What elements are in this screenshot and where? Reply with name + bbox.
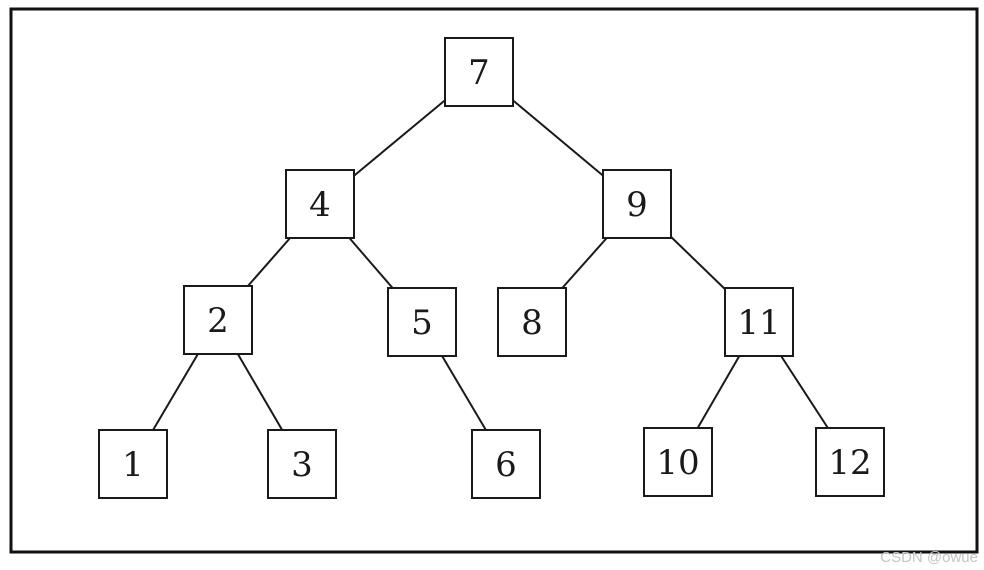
edge-n4-n5	[348, 237, 394, 289]
node-box	[183, 285, 253, 355]
edges-layer	[152, 99, 829, 431]
edge-n9-n8	[561, 237, 608, 289]
edge-n2-n1	[152, 353, 199, 431]
node-box	[267, 429, 337, 499]
node-label: 4	[309, 185, 331, 225]
node-box	[724, 287, 794, 357]
node-label: 8	[521, 303, 543, 343]
tree-node-11: 11	[724, 287, 794, 357]
node-label: 1	[122, 445, 144, 485]
node-label: 12	[828, 443, 871, 483]
node-label: 11	[737, 303, 780, 343]
edge-n5-n6	[441, 355, 487, 431]
tree-node-6: 6	[471, 429, 541, 499]
node-label: 10	[656, 443, 699, 483]
watermark-text: CSDN @owue	[880, 549, 978, 566]
node-label: 6	[495, 445, 517, 485]
node-label: 2	[207, 301, 229, 341]
tree-node-2: 2	[183, 285, 253, 355]
edge-n11-n12	[780, 355, 829, 429]
node-box	[471, 429, 541, 499]
node-box	[444, 37, 514, 107]
node-label: 7	[468, 53, 490, 93]
edge-n9-n11	[670, 236, 726, 290]
edge-n4-n2	[247, 237, 291, 287]
tree-node-5: 5	[387, 287, 457, 357]
edge-n7-n9	[512, 99, 604, 177]
tree-node-8: 8	[497, 287, 567, 357]
node-box	[98, 429, 168, 499]
edge-n2-n3	[236, 353, 284, 431]
node-box	[285, 169, 355, 239]
node-box	[643, 427, 713, 497]
node-label: 9	[626, 185, 648, 225]
node-label: 5	[411, 303, 433, 343]
node-box	[387, 287, 457, 357]
diagram-frame	[9, 7, 979, 554]
tree-node-12: 12	[815, 427, 885, 497]
tree-node-7: 7	[444, 37, 514, 107]
node-box	[497, 287, 567, 357]
node-box	[815, 427, 885, 497]
edge-n11-n10	[696, 355, 741, 429]
node-label: 3	[291, 445, 313, 485]
tree-node-4: 4	[285, 169, 355, 239]
tree-node-9: 9	[602, 169, 672, 239]
tree-node-1: 1	[98, 429, 168, 499]
tree-node-10: 10	[643, 427, 713, 497]
tree-node-3: 3	[267, 429, 337, 499]
edge-n7-n4	[353, 99, 446, 177]
node-box	[602, 169, 672, 239]
